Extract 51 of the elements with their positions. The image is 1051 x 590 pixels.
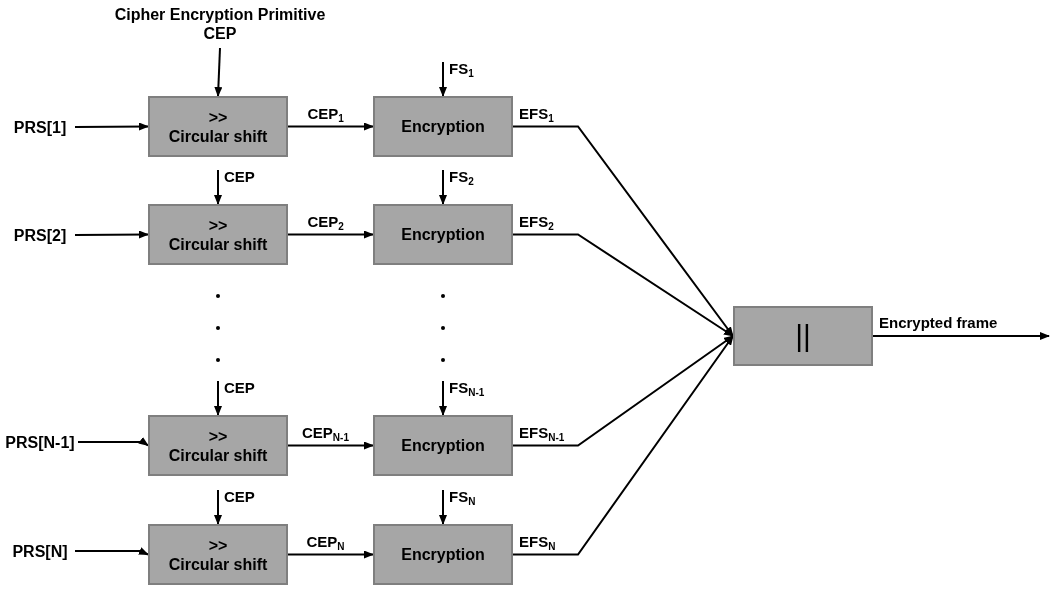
- arrow: [77, 437, 149, 447]
- process-box: Encryption: [373, 524, 513, 585]
- arrow: [74, 122, 149, 131]
- arrow: [287, 550, 374, 559]
- edge-label: CEP: [224, 168, 255, 185]
- edge-label: CEP: [224, 488, 255, 505]
- arrow: [439, 380, 447, 416]
- source-label: Cipher Encryption Primitive CEP: [100, 2, 340, 46]
- edge-label: FS$_{N-1}$: [449, 379, 485, 400]
- arrow: [512, 125, 734, 337]
- process-box: >> Circular shift: [148, 204, 288, 265]
- edge-label: CEP$_{1}$: [307, 104, 344, 126]
- arrow: [287, 441, 374, 450]
- process-box: >> Circular shift: [148, 415, 288, 476]
- process-box: >> Circular shift: [148, 96, 288, 157]
- arrow: [287, 122, 374, 131]
- arrow: [439, 169, 447, 205]
- edge-label: FS$_{2}$: [449, 168, 474, 189]
- arrow: [439, 61, 447, 97]
- edge-label: Encrypted frame: [879, 314, 998, 331]
- input-label: PRS[N]: [5, 538, 75, 564]
- input-label: PRS[1]: [5, 114, 75, 140]
- edge-label: EFS$_{N-1}$: [519, 423, 565, 445]
- edge-label: CEP: [224, 379, 255, 396]
- edge-label: CEP$_{N-1}$: [302, 423, 349, 445]
- arrow: [74, 547, 149, 556]
- arrow: [214, 169, 222, 205]
- input-label: PRS[2]: [5, 222, 75, 248]
- edge-label: EFS$_{N}$: [519, 532, 556, 554]
- arrow: [512, 335, 734, 556]
- arrow: [439, 489, 447, 525]
- process-box: Encryption: [373, 415, 513, 476]
- arrow: [512, 233, 734, 337]
- input-label: PRS[N-1]: [2, 429, 78, 455]
- process-box: Encryption: [373, 96, 513, 157]
- arrow: [214, 47, 223, 97]
- arrow: [74, 230, 149, 239]
- edge-label: FS$_{1}$: [449, 60, 474, 81]
- process-box: >> Circular shift: [148, 524, 288, 585]
- arrow: [287, 230, 374, 239]
- arrow: [214, 489, 222, 525]
- concatenation-box: ||: [733, 306, 873, 366]
- edge-label: CEP$_{2}$: [307, 212, 344, 234]
- arrow: [512, 335, 734, 447]
- arrow: [214, 380, 222, 416]
- edge-label: EFS$_{2}$: [519, 212, 554, 234]
- arrow: [872, 332, 1050, 340]
- edge-label: EFS$_{1}$: [519, 104, 554, 126]
- edge-label: FS$_{N}$: [449, 488, 476, 509]
- process-box: Encryption: [373, 204, 513, 265]
- edge-label: CEP$_{N}$: [306, 532, 345, 554]
